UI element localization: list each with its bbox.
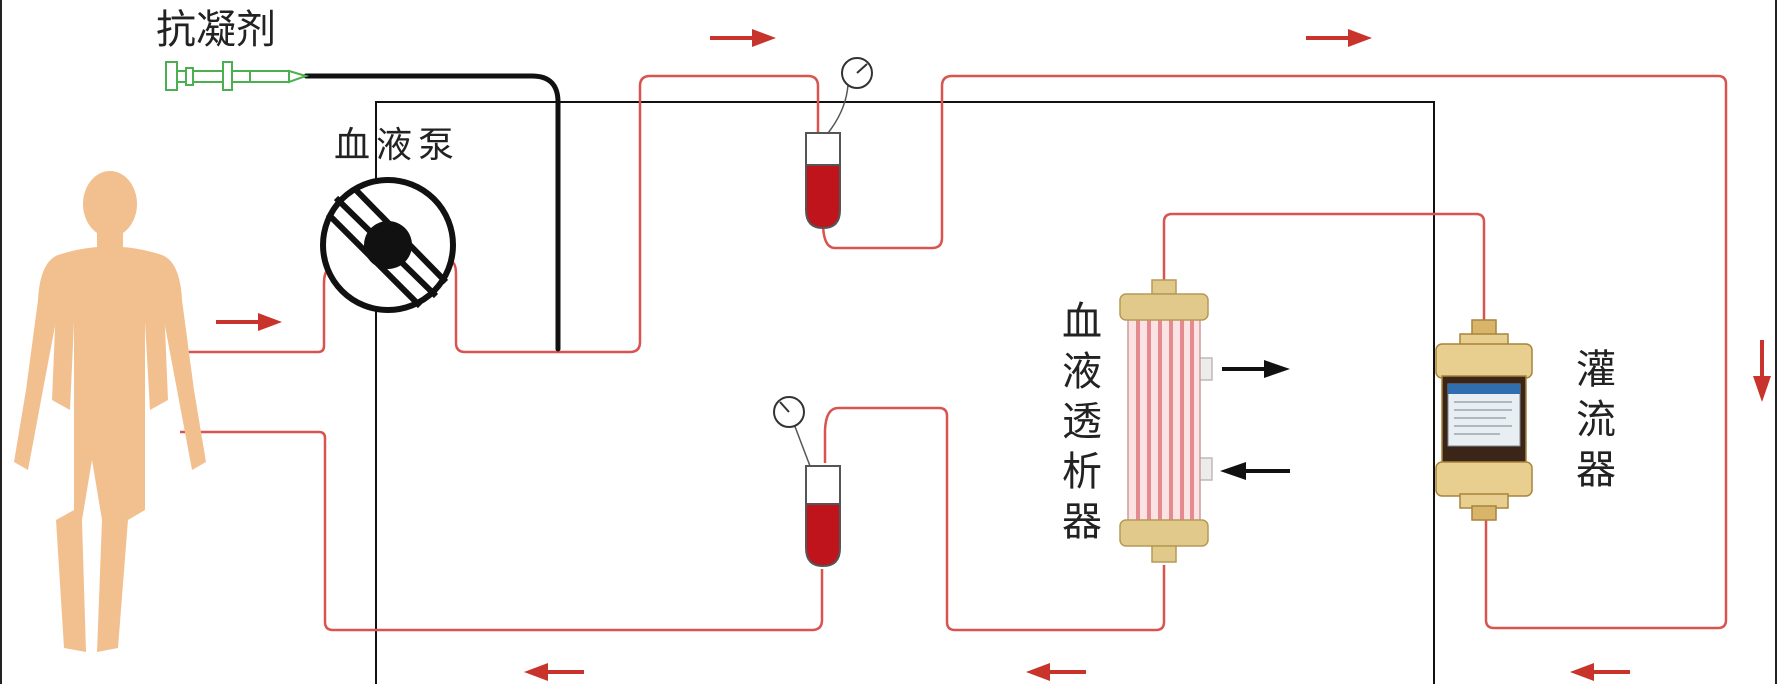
arterial-gauge-line (827, 84, 849, 134)
venous-gauge-line (793, 423, 811, 467)
arterial-drip-chamber-icon (805, 132, 841, 230)
tube-return-to-patient (180, 430, 824, 632)
tube-dialyzer-to-venous-chamber (823, 406, 1166, 632)
tube-pump-to-arterial-chamber (450, 74, 820, 354)
tube-to-perfusion-cartridge (821, 74, 1728, 630)
flow-arrow-icon-top-right (1306, 29, 1372, 47)
arterial-pressure-gauge-icon (841, 57, 873, 89)
dialysate-out-arrow-icon (1222, 360, 1290, 378)
flow-arrow-icon-down-right (1753, 340, 1771, 402)
tube-patient-to-pump (180, 260, 346, 354)
machine-box (375, 101, 1435, 684)
tube-perfusion-to-dialyzer (1162, 212, 1486, 332)
flow-arrow-icon-bottom-right (1570, 663, 1630, 681)
flow-arrow-icon-to-pump (216, 313, 282, 331)
syringe-icon (165, 61, 310, 91)
venous-pressure-gauge-icon (773, 396, 805, 428)
dialyzer-label: 血液透析器 (1055, 300, 1101, 550)
perfusion-cartridge-icon (1435, 319, 1533, 521)
flow-arrow-icon-bottom-left (524, 663, 584, 681)
dialyzer-icon (1119, 279, 1213, 563)
blood-pump-label: 血液泵 (334, 125, 461, 166)
flow-arrows (216, 29, 1771, 681)
anticoagulant-line (303, 73, 561, 352)
dialysate-in-arrow-icon (1220, 462, 1290, 480)
blood-pump-icon (320, 177, 456, 313)
human-figure-icon (14, 171, 206, 652)
venous-drip-chamber-icon (805, 465, 841, 568)
venous-tubing (180, 406, 1166, 632)
arterial-tubing (180, 74, 1728, 630)
flow-arrow-icon-bottom-middle (1026, 663, 1086, 681)
flow-arrow-icon-top-left (710, 29, 776, 47)
anticoagulant-label: 抗凝剂 (156, 7, 276, 53)
perfusion-cartridge-label: 灌流器 (1569, 348, 1615, 498)
